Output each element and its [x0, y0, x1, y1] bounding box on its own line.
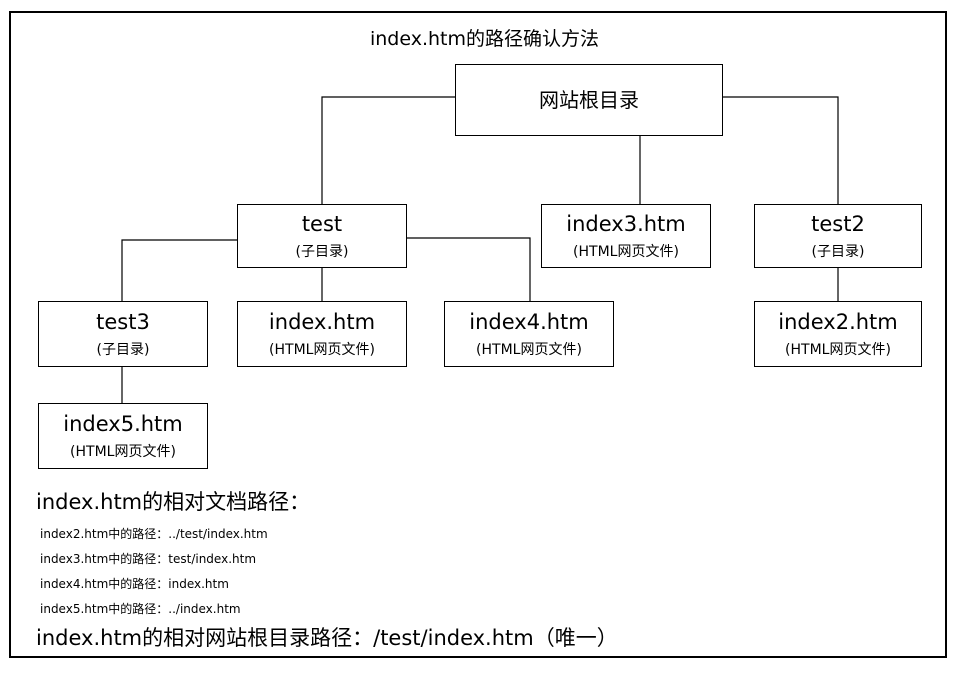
node-test2: test2 (子目录): [754, 204, 922, 268]
node-test3: test3 (子目录): [38, 301, 208, 367]
node-test: test (子目录): [237, 204, 407, 268]
node-test3-note: (子目录): [96, 342, 150, 358]
node-index4: index4.htm (HTML网页文件): [444, 301, 614, 367]
diagram-title: index.htm的路径确认方法: [369, 28, 600, 50]
node-index5-name: index5.htm: [63, 412, 183, 436]
node-index3: index3.htm (HTML网页文件): [541, 204, 711, 268]
diagram-frame: [9, 11, 947, 658]
node-test2-note: (子目录): [811, 244, 865, 260]
relative-path-heading: index.htm的相对文档路径：: [36, 490, 311, 514]
node-index: index.htm (HTML网页文件): [237, 301, 407, 367]
node-index4-note: (HTML网页文件): [476, 342, 582, 358]
node-index3-note: (HTML网页文件): [573, 244, 679, 260]
node-index-name: index.htm: [268, 310, 376, 334]
root-relative-path: index.htm的相对网站根目录路径：/test/index.htm（唯一）: [36, 626, 618, 650]
node-index-note: (HTML网页文件): [269, 342, 375, 358]
node-index3-name: index3.htm: [566, 212, 686, 236]
relative-path-item: index4.htm中的路径：index.htm: [40, 577, 229, 591]
node-site-root-label: 网站根目录: [539, 88, 639, 112]
node-site-root: 网站根目录: [455, 64, 723, 136]
node-index5: index5.htm (HTML网页文件): [38, 403, 208, 469]
node-test-note: (子目录): [295, 244, 349, 260]
node-test-name: test: [301, 212, 343, 236]
node-test3-name: test3: [96, 310, 150, 334]
relative-path-list: index2.htm中的路径：../test/index.htm index3.…: [40, 522, 268, 622]
relative-path-item: index2.htm中的路径：../test/index.htm: [40, 527, 268, 541]
node-index4-name: index4.htm: [469, 310, 589, 334]
node-index2-note: (HTML网页文件): [785, 342, 891, 358]
node-index5-note: (HTML网页文件): [70, 444, 176, 460]
relative-path-item: index3.htm中的路径：test/index.htm: [40, 552, 257, 566]
link-test-test3: [121, 239, 237, 301]
node-test2-name: test2: [811, 212, 865, 236]
link-test-index4: [407, 237, 531, 301]
node-index2-name: index2.htm: [778, 310, 898, 334]
relative-path-item: index5.htm中的路径：../index.htm: [40, 602, 241, 616]
node-index2: index2.htm (HTML网页文件): [754, 301, 922, 367]
link-root-test: [321, 96, 455, 204]
link-root-test2: [723, 96, 839, 204]
